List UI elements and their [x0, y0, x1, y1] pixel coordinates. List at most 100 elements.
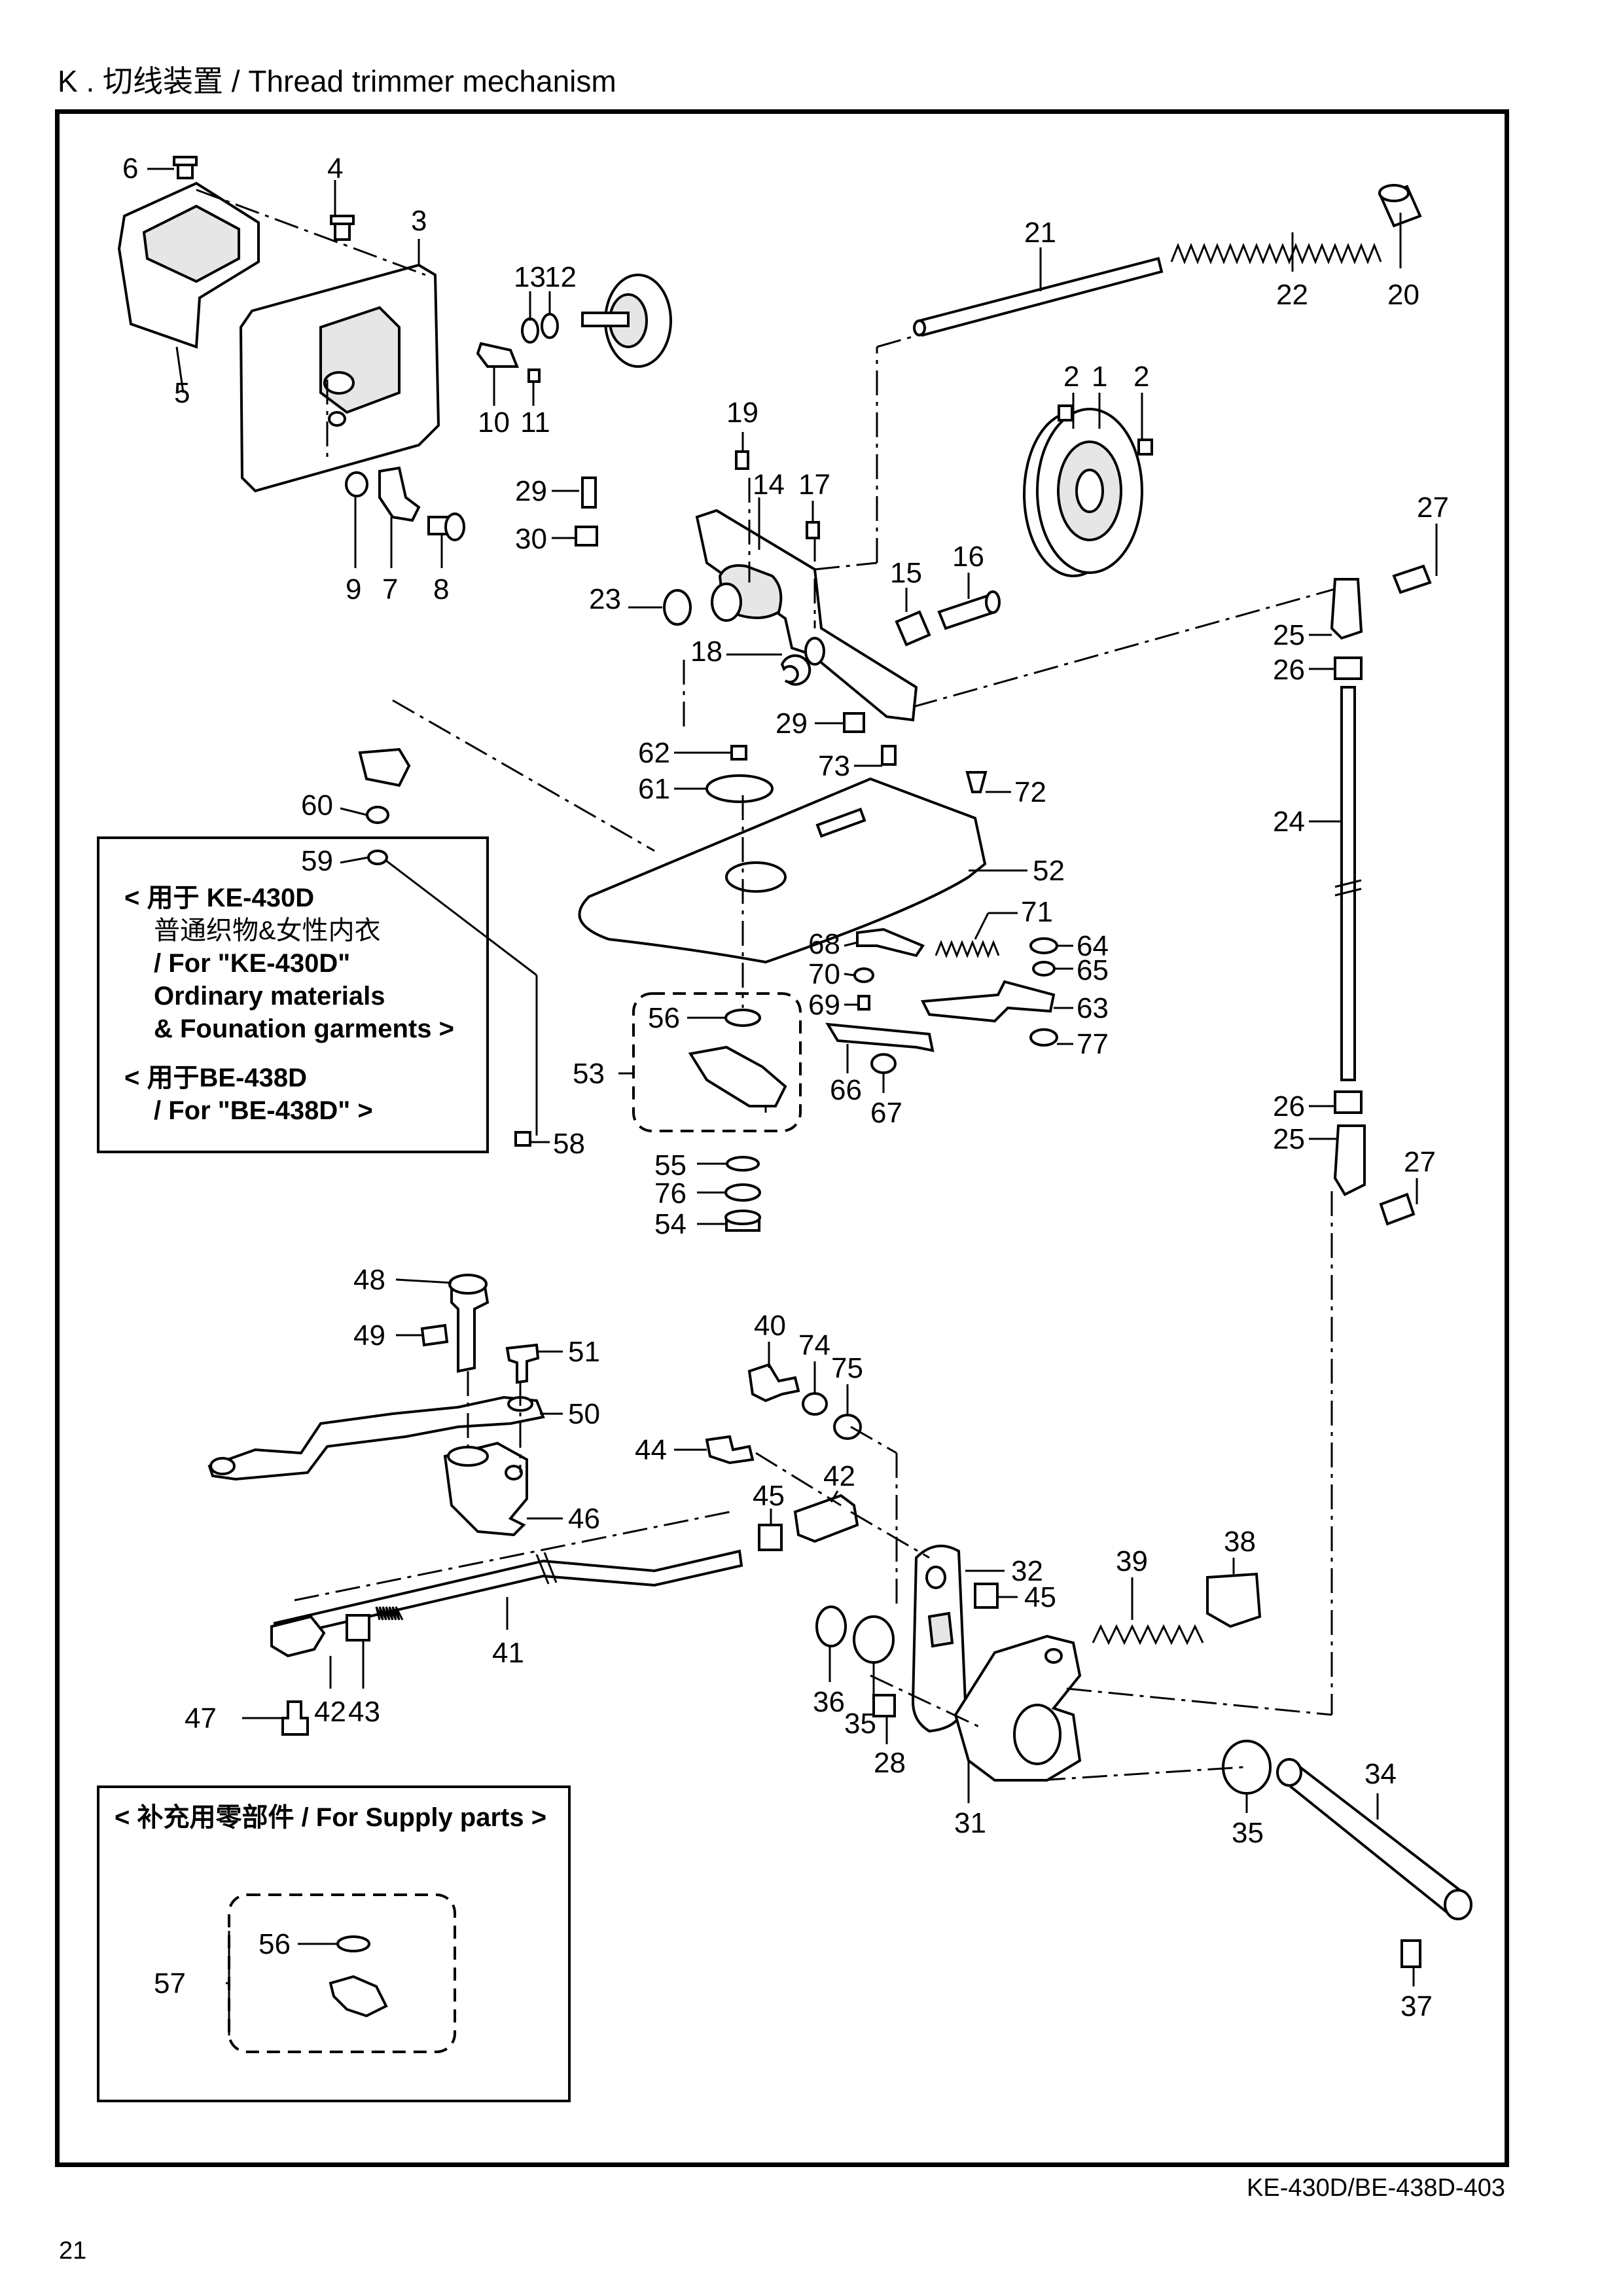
- part-68-plate: [856, 927, 925, 958]
- part-27a-bolt: [1392, 564, 1432, 594]
- callout-57: 57: [154, 1967, 186, 2000]
- part-8-screw: [427, 512, 465, 541]
- part-27b-bolt: [1379, 1193, 1416, 1226]
- callout-54: 54: [654, 1208, 687, 1240]
- solenoid-assembly: [476, 274, 672, 383]
- part-67-collar: [870, 1053, 897, 1074]
- callout-64: 64: [1077, 930, 1109, 962]
- part-62-screw: [730, 745, 747, 761]
- part-71-spring: [935, 939, 1000, 959]
- part-6-screw: [173, 156, 198, 179]
- part-74-washer: [802, 1392, 828, 1416]
- callout-4: 4: [327, 152, 343, 185]
- part-42b-joint: [270, 1615, 326, 1658]
- callout-9: 9: [346, 573, 361, 605]
- callout-55: 55: [654, 1149, 687, 1181]
- part-2b-setscrew: [1137, 439, 1153, 456]
- cam-1-assembly: [1023, 404, 1153, 577]
- part-58-screw: [514, 1131, 531, 1147]
- part-15-collar: [895, 610, 931, 647]
- part-63-link: [920, 980, 1056, 1023]
- part-66-link: [825, 1022, 935, 1052]
- part-47-bolt: [281, 1700, 309, 1736]
- callout-74: 74: [798, 1329, 830, 1361]
- callout-8: 8: [433, 573, 449, 605]
- part-53-knife: [688, 1045, 787, 1107]
- part-55-washer: [726, 1156, 760, 1172]
- callout-47: 47: [185, 1702, 217, 1734]
- callout-71: 71: [1021, 896, 1053, 928]
- part-49-setscrew: [420, 1323, 449, 1347]
- part-61-disc: [705, 774, 774, 803]
- part-73-screw: [881, 745, 897, 766]
- leader-lines: [147, 168, 1438, 2036]
- part-2a-setscrew: [1058, 404, 1073, 422]
- part-29b-nut: [843, 712, 865, 733]
- part-26a-nut: [1334, 656, 1363, 680]
- callout-23: 23: [589, 583, 621, 615]
- callout-42a: 42: [823, 1460, 855, 1492]
- callout-62: 62: [638, 737, 670, 769]
- callout-18: 18: [690, 636, 722, 668]
- rod-21-assembly: [913, 184, 1422, 337]
- callout-12: 12: [544, 261, 577, 293]
- callout-40: 40: [754, 1310, 786, 1342]
- callout-58: 58: [553, 1128, 585, 1160]
- part-51-screw: [505, 1343, 540, 1384]
- callout-45a: 45: [753, 1480, 785, 1512]
- part-56b-washer: [336, 1935, 370, 1952]
- page-number: 21: [59, 2237, 87, 2265]
- part-9-washer: [345, 471, 368, 497]
- part-50-lever: [207, 1395, 545, 1481]
- callout-43: 43: [348, 1696, 380, 1728]
- callout-31: 31: [954, 1807, 986, 1839]
- part-4-screw: [330, 215, 355, 241]
- crank-assembly: [705, 1363, 1472, 1968]
- callout-60: 60: [301, 789, 333, 821]
- callout-30: 30: [515, 523, 547, 555]
- variant-line2: 普通织物&女性内衣: [154, 916, 381, 945]
- part-60-parts: [358, 747, 411, 787]
- variant-line4: Ordinary materials: [154, 982, 385, 1011]
- callout-76: 76: [654, 1177, 687, 1210]
- callout-22: 22: [1276, 279, 1308, 311]
- callout-25a: 25: [1273, 619, 1305, 651]
- variant-note-box: < 用于 KE-430D 普通织物&女性内衣 / For "KE-430D" O…: [97, 836, 489, 1153]
- variant-line7: / For "BE-438D" >: [154, 1096, 373, 1125]
- callout-39: 39: [1116, 1545, 1148, 1577]
- callout-15: 15: [890, 557, 922, 589]
- callout-20: 20: [1387, 279, 1419, 311]
- callout-59: 59: [301, 845, 333, 877]
- callout-1: 1: [1092, 361, 1107, 393]
- variant-line5: & Founation garments >: [154, 1014, 454, 1043]
- callout-2a: 2: [1063, 361, 1079, 393]
- callout-17: 17: [798, 469, 830, 501]
- callout-2b: 2: [1133, 361, 1149, 393]
- callout-13: 13: [514, 261, 546, 293]
- lower-left-assembly: [207, 1274, 743, 1736]
- callout-72: 72: [1014, 776, 1046, 808]
- callout-29a: 29: [515, 475, 547, 507]
- part-77-collar: [1029, 1028, 1058, 1047]
- callout-41: 41: [492, 1637, 524, 1669]
- callout-3: 3: [411, 205, 427, 237]
- callout-61: 61: [638, 773, 670, 805]
- callout-38: 38: [1224, 1526, 1256, 1558]
- callout-35a: 35: [844, 1708, 876, 1740]
- callout-49: 49: [353, 1319, 385, 1352]
- part-39-spring: [1092, 1624, 1204, 1645]
- callout-52: 52: [1033, 855, 1065, 887]
- callout-50: 50: [568, 1398, 600, 1430]
- callout-5: 5: [174, 377, 190, 409]
- supply-parts-box: < 补充用零部件 / For Supply parts >: [97, 1785, 571, 2102]
- callout-34: 34: [1364, 1758, 1397, 1790]
- part-57-knife: [329, 1975, 388, 2018]
- assembly-lines: [294, 332, 1336, 1604]
- part-70-washer: [853, 967, 874, 983]
- callout-56a: 56: [648, 1002, 680, 1034]
- part-72-screw: [965, 771, 988, 793]
- part-42a-joint: [793, 1494, 859, 1543]
- callout-21: 21: [1024, 217, 1056, 249]
- callout-51: 51: [568, 1336, 600, 1368]
- diagram-frame: [55, 109, 1509, 2167]
